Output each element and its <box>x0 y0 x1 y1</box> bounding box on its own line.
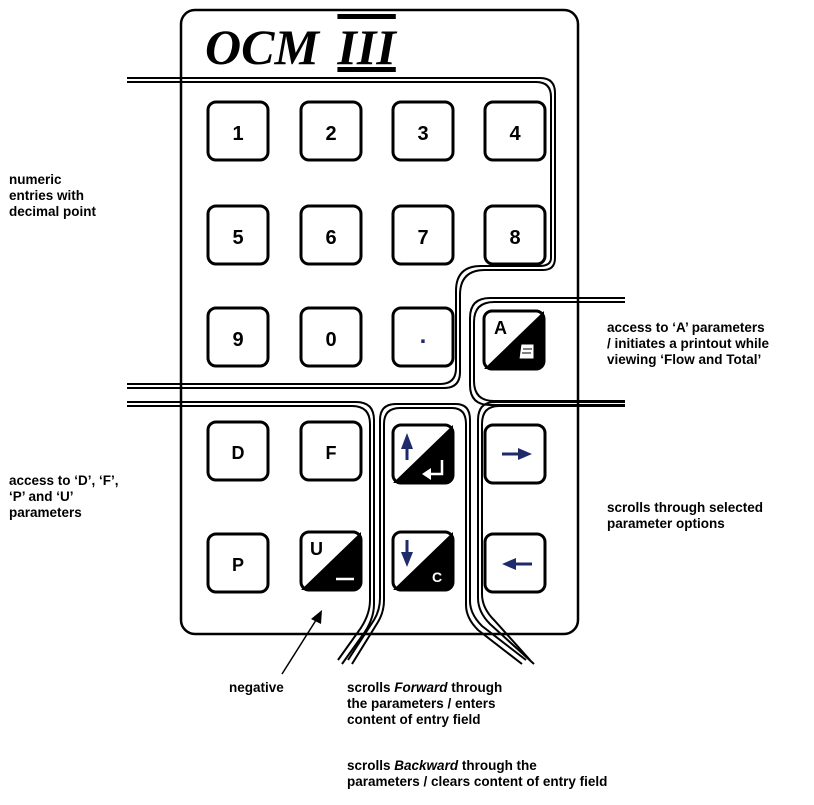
enter-icon <box>422 460 444 480</box>
dfpu-annotation-line-3: parameters <box>9 505 82 520</box>
backward-emphasis: Backward <box>394 758 459 773</box>
a-params-annotation-line-1: access to ‘A’ parameters <box>607 320 765 335</box>
key-8-label: 8 <box>509 227 520 249</box>
key-5-label: 5 <box>232 227 243 249</box>
letter-keys: D F P <box>206 420 363 594</box>
a-key-outline <box>469 297 625 406</box>
key-6-label: 6 <box>325 227 336 249</box>
scroll-options-annotation-line-1: scrolls through selected <box>607 500 764 515</box>
forward-annotation-line-1: scrolls Forward through <box>347 680 502 696</box>
key-c-label: C <box>432 569 442 585</box>
key-1-label: 1 <box>232 123 243 145</box>
numeric-annotation-line-3: decimal point <box>9 204 97 219</box>
negative-annotation: negative <box>229 680 284 695</box>
key-3-label: 3 <box>417 123 428 145</box>
backward-annotation-line-1: scrolls Backward through the <box>347 758 607 774</box>
key-up-dark-half <box>393 425 453 483</box>
up-arrow-icon <box>401 433 413 460</box>
key-d[interactable] <box>206 420 270 482</box>
key-right-arrow[interactable] <box>483 423 547 485</box>
forward-annotation-line-2: the parameters / enters <box>347 696 496 711</box>
key-down-clear[interactable]: C <box>391 530 455 592</box>
backward-post: through the <box>458 758 537 773</box>
key-3[interactable] <box>391 100 455 162</box>
backward-pre: scrolls <box>347 758 395 773</box>
key-4-label: 4 <box>509 123 521 145</box>
key-f-label: F <box>326 443 337 463</box>
a-params-annotation: access to ‘A’ parameters / initiates a p… <box>607 320 769 368</box>
key-a[interactable]: A <box>482 309 546 371</box>
key-decimal[interactable] <box>391 306 455 368</box>
key-decimal-label: . <box>420 322 427 349</box>
numeric-region-outline <box>127 77 556 389</box>
numeric-annotation: numeric entries with decimal point <box>9 172 96 220</box>
forward-annotation: scrolls Forward through the parameters /… <box>347 680 502 728</box>
forward-pre: scrolls <box>347 680 395 695</box>
numeric-keys: 1 2 3 4 5 6 7 8 9 0 . <box>206 100 547 368</box>
backward-annotation: scrolls Backward through the parameters … <box>347 758 607 790</box>
key-0-label: 0 <box>325 329 336 351</box>
key-2[interactable] <box>299 100 363 162</box>
key-8[interactable] <box>483 204 547 266</box>
lower-region-outline <box>127 401 375 665</box>
scroll-options-annotation: scrolls through selected parameter optio… <box>607 500 763 532</box>
key-2-label: 2 <box>325 123 336 145</box>
forward-emphasis: Forward <box>394 680 448 695</box>
backward-annotation-line-2: parameters / clears content of entry fie… <box>347 774 608 789</box>
key-p-label: P <box>232 555 244 575</box>
dfpu-annotation-line-2: ‘P’ and ‘U’ <box>9 489 74 504</box>
middle-column-outline <box>347 403 527 665</box>
negative-pointer <box>281 610 322 675</box>
right-arrow-icon <box>502 448 532 460</box>
left-arrow-icon <box>502 558 532 570</box>
dfpu-annotation: access to ‘D’, ‘F’, ‘P’ and ‘U’ paramete… <box>9 473 119 521</box>
key-f[interactable] <box>299 420 363 482</box>
forward-annotation-line-3: content of entry field <box>347 712 481 727</box>
scroll-options-annotation-line-2: parameter options <box>607 516 725 531</box>
key-9[interactable] <box>206 306 270 368</box>
printer-icon <box>518 343 535 360</box>
a-params-annotation-line-2: / initiates a printout while <box>607 336 770 351</box>
key-up-enter[interactable] <box>391 423 455 485</box>
key-d-label: D <box>232 443 245 463</box>
dfpu-annotation-line-1: access to ‘D’, ‘F’, <box>9 473 119 488</box>
key-6[interactable] <box>299 204 363 266</box>
key-u-dark-half <box>301 532 361 590</box>
key-u-negative[interactable]: U <box>299 530 363 592</box>
key-9-label: 9 <box>232 329 243 351</box>
key-left-arrow[interactable] <box>483 532 547 594</box>
key-u-label: U <box>310 539 323 559</box>
key-p[interactable] <box>206 532 270 594</box>
key-7[interactable] <box>391 204 455 266</box>
key-7-label: 7 <box>417 227 428 249</box>
key-1[interactable] <box>206 100 270 162</box>
numeric-annotation-line-2: entries with <box>9 188 85 203</box>
down-arrow-icon <box>401 540 413 567</box>
key-4[interactable] <box>483 100 547 162</box>
key-a-label: A <box>494 318 507 338</box>
right-column-outline <box>477 401 625 665</box>
numeric-annotation-line-1: numeric <box>9 172 62 187</box>
a-params-annotation-line-3: viewing ‘Flow and Total’ <box>607 352 762 367</box>
device-title-roman: III <box>336 19 397 75</box>
forward-post: through <box>447 680 503 695</box>
key-0[interactable] <box>299 306 363 368</box>
key-5[interactable] <box>206 204 270 266</box>
device-title: OCM III <box>205 19 397 75</box>
key-down-dark-half <box>393 532 453 590</box>
